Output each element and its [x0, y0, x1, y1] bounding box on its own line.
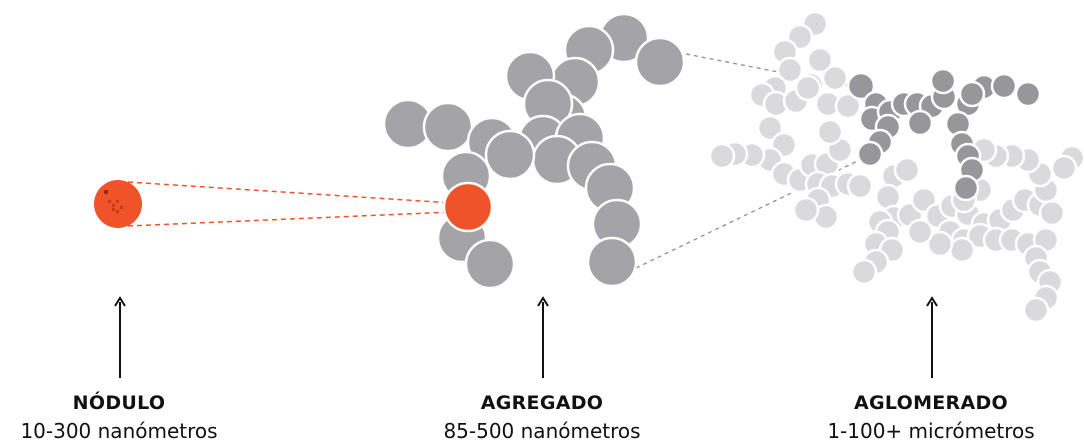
agglomerate-light-particle — [794, 74, 822, 102]
agglomerate-light-particle — [846, 172, 874, 200]
agglomerate-light-particle — [850, 258, 878, 286]
agglomerate-light-particle — [1022, 296, 1050, 324]
agglomerate-dark-particle — [952, 174, 980, 202]
agglomerate-dark-particle — [958, 80, 986, 108]
aggregate-particle — [484, 129, 536, 181]
aggregate-nodule — [442, 181, 494, 233]
agglomerate-light-particle — [756, 114, 784, 142]
arrow-aggregate-head — [537, 296, 549, 307]
agglomerate-dark-particle — [1014, 80, 1042, 108]
agglomerate-cluster — [708, 10, 1084, 324]
agglomerate-light-particle — [816, 118, 844, 146]
agglomerate-light-particle — [906, 218, 934, 246]
agglomerate-light-particle — [926, 230, 954, 258]
connector-top-red — [127, 181, 453, 204]
pointer-arrows — [114, 296, 938, 378]
agglomerate-light-particle — [1038, 199, 1066, 227]
arrow-agglomerate-head — [926, 296, 938, 307]
nodule-texture — [112, 208, 115, 211]
agglomerate-dark-particle — [906, 109, 934, 137]
nodule-texture — [108, 200, 111, 203]
nodule-texture — [116, 210, 119, 213]
agglomerate-light-particle — [1050, 154, 1078, 182]
aggregate-cluster — [382, 12, 686, 290]
nodule-dot — [94, 180, 142, 228]
agglomerate-light-particle — [708, 142, 736, 170]
nodule-texture — [104, 190, 108, 194]
agglomerate-light-particle — [806, 46, 834, 74]
agglomerate-light-particle — [948, 236, 976, 264]
agglomerate-size: 1-100+ micrómetros — [827, 419, 1035, 443]
nodule-size: 10-300 nanómetros — [20, 419, 218, 443]
arrow-nodule-head — [114, 296, 126, 307]
aggregate-size: 85-500 nanómetros — [443, 419, 641, 443]
aggregate-title: AGREGADO — [480, 392, 604, 414]
agglomerate-light-particle — [834, 92, 862, 120]
agglomerate-light-particle — [792, 196, 820, 224]
agglomerate-dark-particle — [929, 67, 957, 95]
nodule-texture — [116, 200, 119, 203]
aggregate-particle — [464, 238, 516, 290]
aggregate-particle — [586, 236, 638, 288]
label-nodule: NÓDULO 10-300 nanómetros — [0, 391, 249, 444]
aggregate-particle — [634, 36, 686, 88]
agglomerate-title: AGLOMERADO — [853, 392, 1009, 414]
label-aggregate: AGREGADO 85-500 nanómetros — [412, 391, 672, 444]
label-agglomerate: AGLOMERADO 1-100+ micrómetros — [801, 391, 1061, 444]
nodule-texture — [120, 206, 123, 209]
nodule-texture — [112, 204, 115, 207]
agglomerate-dark-particle — [846, 71, 876, 101]
connector-bottom-red — [127, 211, 453, 227]
agglomerate-light-particle — [821, 64, 849, 92]
agglomerate-dark-particle — [990, 72, 1018, 100]
nodule-particle — [94, 180, 142, 228]
nodule-title: NÓDULO — [72, 392, 166, 414]
agglomerate-dark-particle — [856, 140, 884, 168]
aggregate-particle — [422, 101, 474, 153]
agglomerate-light-particle — [776, 56, 804, 84]
agglomerate-light-particle — [893, 156, 921, 184]
